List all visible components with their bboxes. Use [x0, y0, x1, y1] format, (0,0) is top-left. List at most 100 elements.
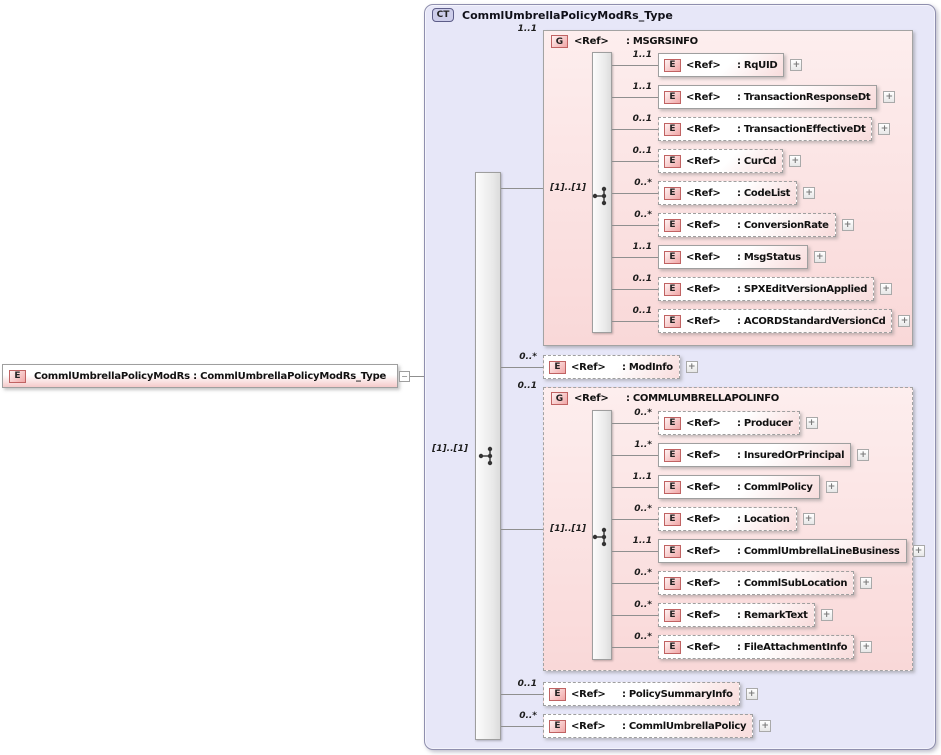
- occurs-label: 0..1: [632, 274, 652, 284]
- occurs-label: 1..1: [632, 50, 652, 60]
- sequence-icon[interactable]: [591, 527, 613, 547]
- element-name: : Location: [737, 513, 790, 525]
- element-row: 1..1 E <Ref> : CommlPolicy +: [626, 472, 838, 499]
- expand-icon[interactable]: +: [803, 187, 816, 199]
- element-box-spxeditversionapplied[interactable]: E <Ref> : SPXEditVersionApplied: [658, 277, 875, 301]
- expand-icon[interactable]: +: [685, 361, 698, 373]
- expand-icon[interactable]: +: [860, 641, 873, 653]
- occurs-label: 1..1: [632, 536, 652, 546]
- root-element-box[interactable]: E CommlUmbrellaPolicyModRs : CommlUmbrel…: [2, 364, 398, 388]
- element-box-commlsublocation[interactable]: E <Ref> : CommlSubLocation: [658, 571, 855, 595]
- occurs-label: 1..1: [632, 82, 652, 92]
- element-box-curcd[interactable]: E <Ref> : CurCd: [658, 149, 784, 173]
- expand-icon[interactable]: +: [820, 609, 833, 621]
- expand-icon[interactable]: +: [860, 577, 873, 589]
- expand-icon[interactable]: +: [813, 251, 826, 263]
- connector-line: [612, 455, 658, 456]
- expand-icon[interactable]: +: [759, 720, 772, 732]
- expand-icon[interactable]: +: [841, 219, 854, 231]
- element-box-codelist[interactable]: E <Ref> : CodeList: [658, 181, 798, 205]
- element-icon: E: [664, 512, 681, 526]
- collapse-icon[interactable]: −: [399, 371, 410, 382]
- element-name: : TransactionEffectiveDt: [737, 123, 866, 135]
- element-box-fileattachmentinfo[interactable]: E <Ref> : FileAttachmentInfo: [658, 635, 855, 659]
- element-icon: E: [549, 687, 566, 701]
- element-box-remarktext[interactable]: E <Ref> : RemarkText: [658, 603, 815, 627]
- expand-icon[interactable]: +: [789, 155, 802, 167]
- ref-label: <Ref>: [686, 481, 721, 493]
- ref-label: <Ref>: [571, 720, 606, 732]
- occurs-label: 0..*: [519, 352, 537, 362]
- sequence-icon[interactable]: [591, 186, 613, 206]
- occurs-label: 0..1: [632, 146, 652, 156]
- element-name: : TransactionResponseDt: [737, 91, 871, 103]
- ref-label: <Ref>: [686, 641, 721, 653]
- element-box-transactioneffectivedt[interactable]: E <Ref> : TransactionEffectiveDt: [658, 117, 873, 141]
- group-header-msgrsinfo[interactable]: G <Ref> : MSGRSINFO: [551, 35, 698, 48]
- expand-icon[interactable]: +: [745, 688, 758, 700]
- element-row: 0..1 E <Ref> : CurCd +: [626, 146, 802, 173]
- element-box-rquid[interactable]: E <Ref> : RqUID: [658, 53, 785, 77]
- connector-line: [612, 65, 658, 66]
- group-header-commlumbrellapolinfo[interactable]: G <Ref> : COMMLUMBRELLAPOLINFO: [551, 392, 779, 405]
- element-row: 0..* E <Ref> : Producer +: [626, 408, 818, 435]
- occurs-label: [1]..[1]: [550, 183, 586, 193]
- expand-icon[interactable]: +: [802, 513, 815, 525]
- sequence-icon[interactable]: [477, 446, 499, 466]
- group-name: : COMMLUMBRELLAPOLINFO: [626, 393, 779, 404]
- element-row: 0..1 E <Ref> : PolicySummaryInfo +: [511, 679, 758, 706]
- element-box-acordstandardversioncd[interactable]: E <Ref> : ACORDStandardVersionCd: [658, 309, 893, 333]
- expand-icon[interactable]: +: [805, 417, 818, 429]
- complex-type-icon: CT: [432, 8, 454, 22]
- ref-label: <Ref>: [686, 513, 721, 525]
- element-box-location[interactable]: E <Ref> : Location: [658, 507, 797, 531]
- element-box-msgstatus[interactable]: E <Ref> : MsgStatus: [658, 245, 808, 269]
- element-box-policysummaryinfo[interactable]: E <Ref> : PolicySummaryInfo: [543, 682, 740, 706]
- element-name: : RemarkText: [737, 609, 808, 621]
- expand-icon[interactable]: +: [857, 449, 870, 461]
- occurs-label: 0..1: [632, 114, 652, 124]
- element-name: : CommlUmbrellaLineBusiness: [737, 545, 900, 557]
- connector-line: [612, 129, 658, 130]
- element-icon: E: [549, 360, 566, 374]
- connector-line: [612, 615, 658, 616]
- element-box-modinfo[interactable]: E <Ref> : ModInfo: [543, 355, 680, 379]
- group-icon: G: [551, 35, 568, 48]
- connector-line: [612, 551, 658, 552]
- element-box-commlumbrellapolicy[interactable]: E <Ref> : CommlUmbrellaPolicy: [543, 714, 754, 738]
- occurs-label: [1]..[1]: [432, 444, 468, 454]
- occurs-label: 0..1: [517, 381, 537, 391]
- expand-icon[interactable]: +: [880, 283, 893, 295]
- ref-label: <Ref>: [574, 393, 609, 404]
- element-row: 1..1 E <Ref> : CommlUmbrellaLineBusiness…: [626, 536, 925, 563]
- element-box-producer[interactable]: E <Ref> : Producer: [658, 411, 800, 435]
- ref-label: <Ref>: [686, 251, 721, 263]
- element-icon: E: [664, 448, 681, 462]
- expand-icon[interactable]: +: [825, 481, 838, 493]
- element-box-commlpolicy[interactable]: E <Ref> : CommlPolicy: [658, 475, 820, 499]
- expand-icon[interactable]: +: [912, 545, 925, 557]
- element-row: 0..* E <Ref> : ConversionRate +: [626, 210, 854, 237]
- element-name: : InsuredOrPrincipal: [737, 449, 845, 461]
- element-icon: E: [664, 640, 681, 654]
- connector-line: [501, 367, 543, 368]
- element-box-commlumbrellalinebusiness[interactable]: E <Ref> : CommlUmbrellaLineBusiness: [658, 539, 907, 563]
- expand-icon[interactable]: +: [790, 59, 803, 71]
- occurs-label: 0..*: [634, 600, 652, 610]
- connector-line: [612, 423, 658, 424]
- element-name: : ConversionRate: [737, 219, 829, 231]
- expand-icon[interactable]: +: [883, 91, 896, 103]
- element-box-insuredorprincipal[interactable]: E <Ref> : InsuredOrPrincipal: [658, 443, 852, 467]
- expand-icon[interactable]: +: [878, 123, 891, 135]
- ref-label: <Ref>: [686, 59, 721, 71]
- element-box-transactionresponsedt[interactable]: E <Ref> : TransactionResponseDt: [658, 85, 878, 109]
- sequence-bar-msgrsinfo: [592, 52, 612, 333]
- ref-label: <Ref>: [686, 577, 721, 589]
- element-box-conversionrate[interactable]: E <Ref> : ConversionRate: [658, 213, 836, 237]
- element-row: 1..1 E <Ref> : TransactionResponseDt +: [626, 82, 896, 109]
- element-icon: E: [664, 154, 681, 168]
- expand-icon[interactable]: +: [898, 315, 911, 327]
- ref-label: <Ref>: [686, 91, 721, 103]
- element-icon: E: [664, 314, 681, 328]
